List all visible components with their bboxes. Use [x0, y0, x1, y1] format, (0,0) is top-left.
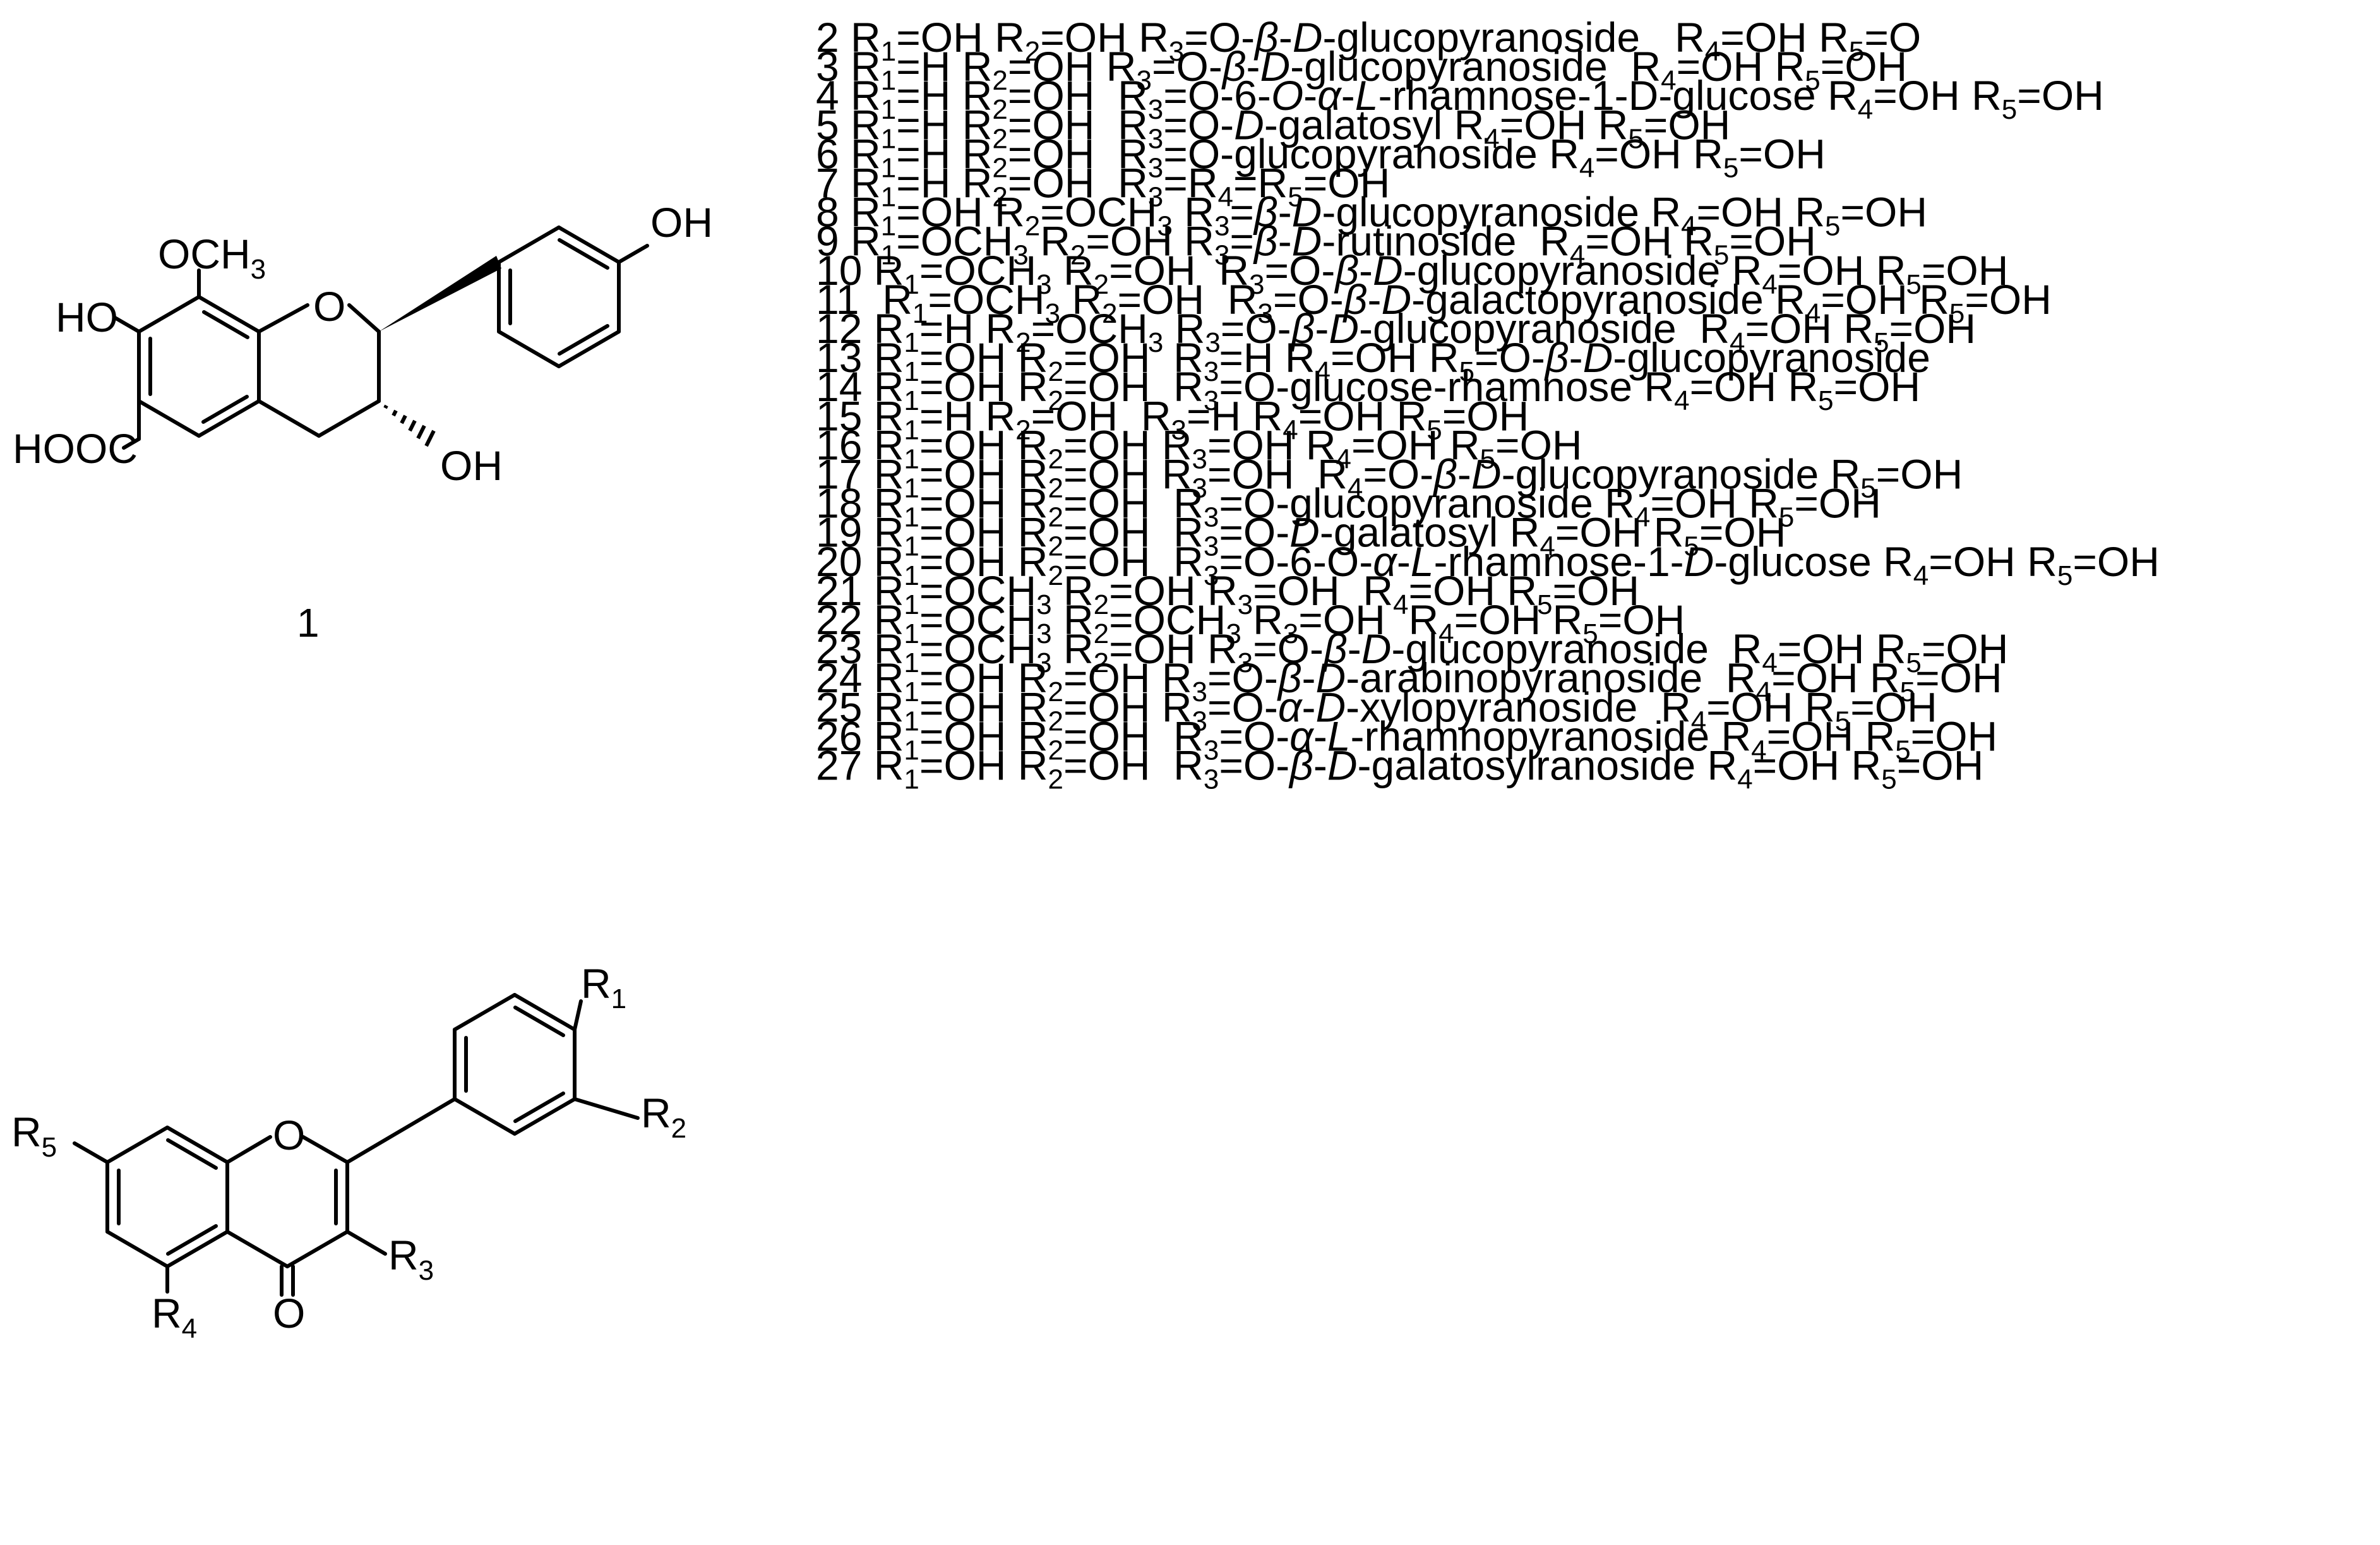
ring-oxygen-label: O — [273, 1112, 305, 1158]
compound-row: 16 R1=OH R2=OH R3=OH R4=OH R5=OH — [816, 421, 1582, 474]
compound-row: 23 R1=OCH3 R2=OH R3=O-β-D-glucopyranosid… — [816, 625, 2008, 678]
compound-row: 12 R1=H R2=OCH3 R3=O-β-D-glucopyranoside… — [816, 305, 1976, 358]
r5-label: R5 — [11, 1109, 57, 1163]
structure-2-bonds — [73, 993, 640, 1297]
compound-row: 13 R1=OH R2=OH R3=H R4=OH R5=O-β-D-gluco… — [816, 334, 1930, 387]
structure-1-flavan: OCH3 O OH HO HOOC OH 1 — [13, 199, 713, 646]
r2-label: R2 — [641, 1090, 686, 1144]
compound-row: 25 R1=OH R2=OH R3=O-α-D-xylopyranoside R… — [816, 683, 1937, 736]
keto-oxygen-label: O — [273, 1290, 305, 1337]
wedge-bond — [379, 256, 501, 332]
compound-row: 20 R1=OH R2=OH R3=O-6-O-α-L-rhamnose-1-D… — [816, 538, 2160, 591]
compound-row: 4 R1=H R2=OH R3=O-6-O-α-L-rhamnose-1-D-g… — [816, 72, 2104, 125]
compound-row: 22 R1=OCH3 R2=OCH3 R3=OH R4=OH R5=OH — [816, 596, 1685, 649]
ho-label: HO — [56, 294, 118, 340]
r4-label: R4 — [152, 1290, 197, 1344]
compound-row: 14 R1=OH R2=OH R3=O-glucose-rhamnose R4=… — [816, 363, 1920, 416]
phenol-oh-label: OH — [650, 199, 713, 246]
compound-row: 27 R1=OH R2=OH R3=O-β-D-galatosylranosid… — [816, 742, 1983, 795]
compound-row: 3 R1=H R2=OH R3=O-β-D-glucopyranoside R4… — [816, 43, 1907, 96]
r1-label: R1 — [581, 960, 626, 1014]
compound-row: 5 R1=H R2=OH R3=O-D-galatosyl R4=OH R5=O… — [816, 101, 1730, 154]
ring-oxygen-label: O — [313, 283, 345, 330]
compound-row: 8 R1=OH R2=OCH3 R3=β-D-glucopyranoside R… — [816, 189, 1927, 242]
compound-row: 15 R1=H R2=OH R3=H R4=OH R5=OH — [816, 392, 1529, 445]
hashed-bond — [383, 404, 436, 447]
compound-row: 9 R1=OCH3 R2=OH R3=β-D-rutinoside R4=OH … — [816, 218, 1816, 271]
structure-2-flavonol: R1 R2 R3 R4 R5 O O — [11, 960, 686, 1344]
compound-row: 11 R1=OCH3 R2=OH R3=O-β-D-galactopyranos… — [816, 276, 2052, 329]
compound-row: 21 R1=OCH3 R2=OH R3=OH R4=OH R5=OH — [816, 567, 1639, 620]
compound-row: 18 R1=OH R2=OH R3=O-glucopyranoside R4=O… — [816, 480, 1881, 533]
r3-label: R3 — [388, 1232, 434, 1286]
compound-row: 17 R1=OH R2=OH R3=OH R4=O-β-D-glucopyran… — [816, 451, 1963, 504]
compound-row: 19 R1=OH R2=OH R3=O-D-galatosyl R4=OH R5… — [816, 509, 1786, 562]
hooc-label: HOOC — [13, 425, 138, 472]
methoxy-label: OCH3 — [158, 231, 266, 285]
compound-row: 2 R1=OH R2=OH R3=O-β-D-glucopyranoside R… — [816, 14, 1921, 67]
compound-row: 24 R1=OH R2=OH R3=O-β-D-arabinopyranosid… — [816, 654, 2002, 707]
compound-row: 7 R1=H R2=OH R3=R4=R5=OH — [816, 160, 1390, 213]
structure-1-bonds — [113, 225, 649, 450]
compound-row: 10 R1=OCH3 R2=OH R3=O-β-D-glucopyranosid… — [816, 247, 2008, 300]
compound-substituent-list: 2 R1=OH R2=OH R3=O-β-D-glucopyranoside R… — [816, 14, 2160, 795]
c3-oh-label: OH — [440, 442, 503, 489]
compound-row: 6 R1=H R2=OH R3=O-glucopyranoside R4=OH … — [816, 130, 1826, 183]
compound-row: 26 R1=OH R2=OH R3=O-α-L-rhamnopyranoside… — [816, 712, 1997, 766]
compound-number-1: 1 — [297, 600, 320, 646]
